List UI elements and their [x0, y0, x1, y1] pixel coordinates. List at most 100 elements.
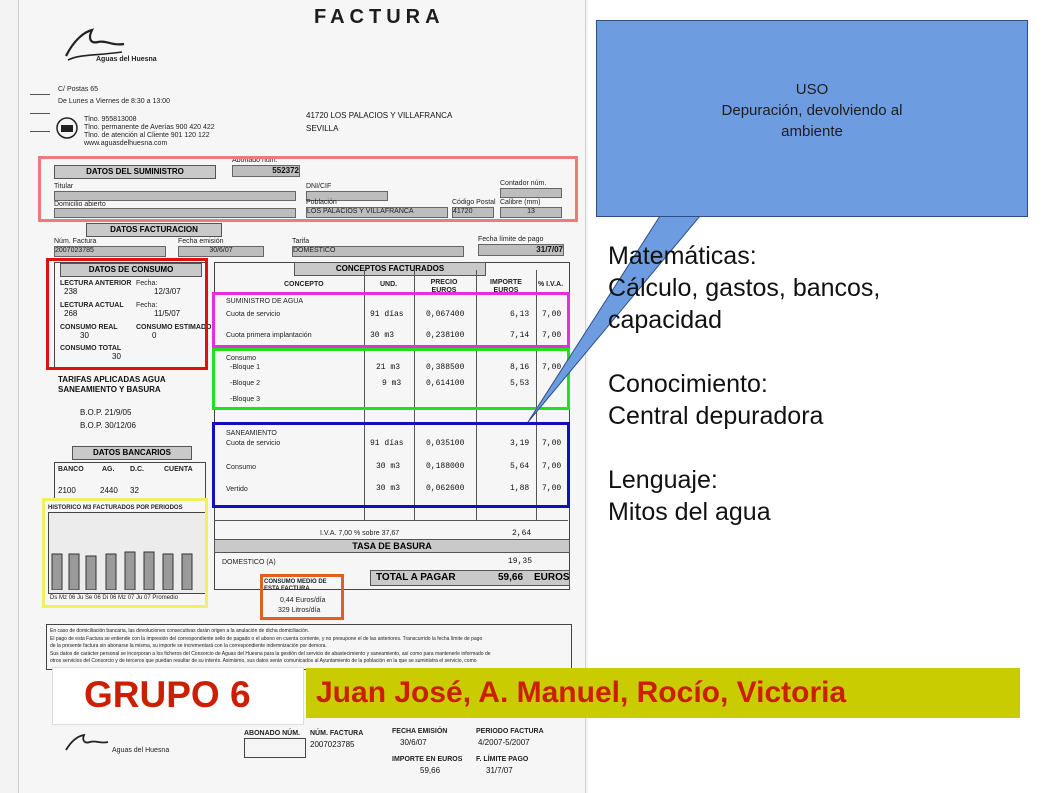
recipient-line: 41720 LOS PALACIOS Y VILLAFRANCA [306, 111, 453, 120]
total-amount: 59,66 [498, 572, 524, 583]
consumo-real-value: 30 [80, 331, 89, 340]
row-und: 9 m3 [382, 379, 402, 388]
row-iva: 7,00 [542, 439, 562, 448]
historico-axis: Ds Mz 06 Ju Se 06 Di 06 Mz 07 Ju 07 Prom… [50, 595, 179, 601]
historico-header: HISTORICO M3 FACTURADOS POR PERIODOS [48, 505, 183, 511]
consumo-medio-line: 329 Litros/día [278, 607, 321, 614]
fecha-limite-label: Fecha límite de pago [478, 236, 544, 243]
cp-label: Código Postal [452, 199, 496, 206]
total-label: TOTAL A PAGAR [376, 572, 456, 583]
contador-label: Contador núm. [500, 180, 547, 187]
stub-num-value: 2007023785 [310, 740, 355, 749]
fecha-emision-label: Fecha emisión [178, 238, 224, 245]
stub-abonado-box [244, 738, 306, 758]
col-iva: % I.V.A. [538, 281, 564, 288]
row-precio: 0,238100 [426, 331, 465, 340]
consumo-medio-line: 0,44 Euros/día [280, 597, 326, 604]
stub-importe-value: 59,66 [420, 766, 441, 775]
stub-limite-value: 31/7/07 [486, 766, 513, 775]
total-unit: EUROS [534, 572, 570, 583]
bubble-line: Depuración, devolviendo al [721, 102, 903, 119]
cp-value: 41720 [452, 207, 494, 218]
stub-periodo-value: 4/2007-5/2007 [478, 738, 530, 747]
bancarios-value: 2440 [100, 486, 118, 495]
notes-math-line: Cálculo, gastos, bancos, [608, 274, 881, 302]
row-concepto: -Bloque 1 [230, 364, 260, 371]
consumo-medio-header: CONSUMO MEDIO DE ESTA FACTURA [264, 579, 327, 592]
row-concepto: -Bloque 3 [230, 396, 260, 403]
stub-num-label: NÚM. FACTURA [310, 730, 364, 737]
row-iva: 7,00 [542, 484, 562, 493]
group-label: GRUPO 6 [84, 674, 251, 715]
consumo-real-label: CONSUMO REAL [60, 324, 118, 331]
row-importe: 5,64 [510, 462, 530, 471]
dni-field [306, 191, 388, 201]
poblacion-value: LOS PALACIOS Y VILLAFRANCA [306, 207, 448, 218]
invoice-title: FACTURA [314, 6, 445, 28]
row-importe: 1,88 [510, 484, 530, 493]
web-line: www.aguasdelhuesna.com [84, 140, 168, 147]
consumo-estimado-value: 0 [152, 331, 157, 340]
row-concepto: Consumo [226, 464, 256, 471]
iva-line: I.V.A. 7,00 % sobre 37,67 [320, 530, 400, 537]
row-und: 91 días [370, 439, 404, 448]
lectura-actual-value: 268 [64, 309, 78, 318]
row-concepto: Cuota de servicio [226, 311, 281, 318]
row-precio: 0,062600 [426, 484, 465, 493]
stub-limite-label: F. LÍMITE PAGO [476, 756, 529, 763]
phone-line: Tlno. permanente de Averías 900 420 422 [84, 124, 215, 131]
invoice-scan: FACTURA Aguas del Huesna C/ Postas 65 De… [0, 0, 588, 793]
phone-icon [56, 117, 78, 139]
calibre-value: 13 [500, 207, 562, 218]
basura-amount: 19,35 [508, 557, 533, 566]
row-und: 21 m3 [376, 363, 401, 372]
phone-line: Tlno. de atención al Cliente 901 120 122 [84, 132, 210, 139]
bancarios-value: 2100 [58, 486, 76, 495]
row-importe: 8,16 [510, 363, 530, 372]
facturacion-header: DATOS FACTURACION [86, 223, 222, 237]
bancarios-col: AG. [102, 466, 115, 473]
num-factura-label: Núm. Factura [54, 238, 97, 245]
num-factura-value: 2007023785 [54, 246, 166, 257]
abonado-label: Abonado núm. [232, 157, 278, 164]
row-und: 30 m3 [376, 462, 401, 471]
notes-math-line: capacidad [608, 306, 722, 334]
col-und: UND. [380, 281, 398, 288]
col-divider [414, 270, 415, 520]
iva-amount: 2,64 [512, 529, 532, 538]
notes-panel: Matemáticas: Cálculo, gastos, bancos, ca… [608, 240, 1048, 528]
bancarios-header: DATOS BANCARIOS [72, 446, 192, 460]
consumo-total-label: CONSUMO TOTAL [60, 345, 122, 352]
domicilio-label: Domicilio abierto [54, 201, 106, 208]
footer-line: El pago de esta Factura se entiende con … [50, 636, 483, 642]
footer-line: Sus datos de carácter personal se incorp… [50, 651, 491, 657]
highlight-suministro [38, 156, 578, 222]
tarifa-label: Tarifa [292, 238, 310, 245]
titular-label: Titular [54, 183, 74, 190]
col-divider [364, 270, 365, 520]
margin-mark [30, 94, 50, 95]
highlight-saneamiento [212, 422, 570, 508]
highlight-historico [42, 498, 208, 608]
row-concepto: Cuota primera implantación [226, 332, 312, 339]
margin-mark [30, 113, 50, 114]
consumo-title: Consumo [226, 355, 256, 362]
row-importe: 5,53 [510, 379, 530, 388]
lectura-anterior-label: LECTURA ANTERIOR [60, 280, 132, 287]
fecha-anterior-value: 12/3/07 [154, 287, 181, 296]
row-precio: 0,067400 [426, 310, 465, 319]
callout-bubble: USO Depuración, devolviendo al ambiente [596, 20, 1028, 217]
row-und: 91 días [370, 310, 404, 319]
row-und: 30 m3 [376, 484, 401, 493]
fecha-limite-value: 31/7/07 [478, 244, 564, 256]
tarifas-header: SANEAMIENTO Y BASURA [58, 385, 161, 394]
highlight-consumo-bloques [212, 348, 570, 410]
basura-item: DOMESTICO (A) [222, 559, 276, 566]
tarifas-header: TARIFAS APLICADAS AGUA [58, 375, 166, 384]
suministro-header: DATOS DEL SUMINISTRO [54, 165, 216, 179]
bop-line: B.O.P. 30/12/06 [80, 421, 136, 430]
consumo-header: DATOS DE CONSUMO [60, 263, 202, 277]
row-iva: 7,00 [542, 363, 562, 372]
address-line: De Lunes a Viernes de 8:30 a 13:00 [58, 98, 170, 105]
tarifa-value: DOMESTICO [292, 246, 464, 257]
